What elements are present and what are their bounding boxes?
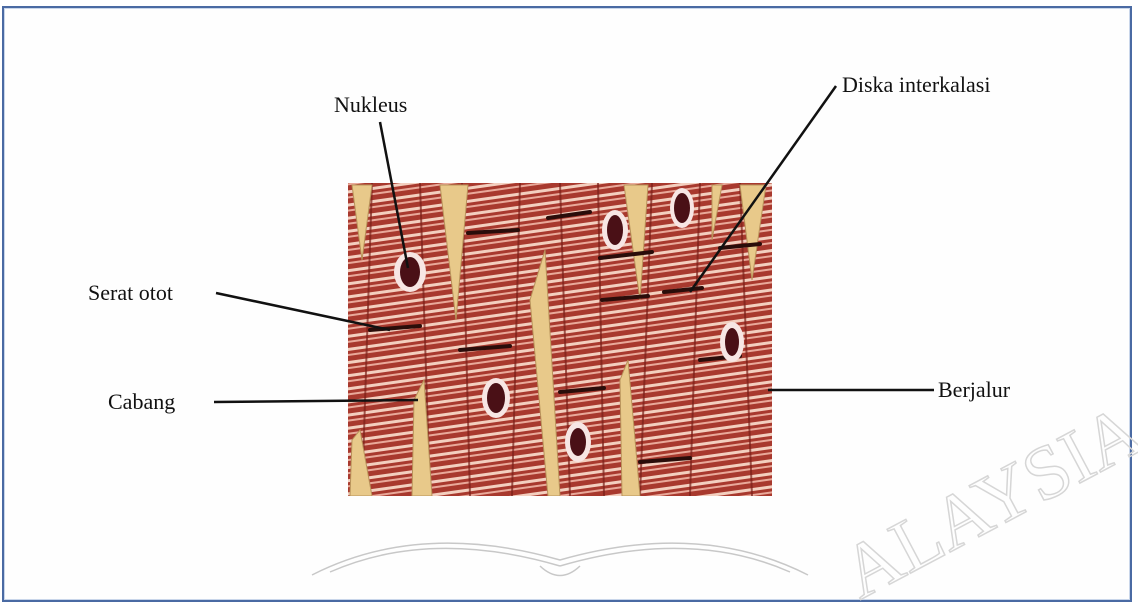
watermark-text: ALAYSIA xyxy=(829,387,1138,607)
open-book-icon xyxy=(312,543,808,575)
